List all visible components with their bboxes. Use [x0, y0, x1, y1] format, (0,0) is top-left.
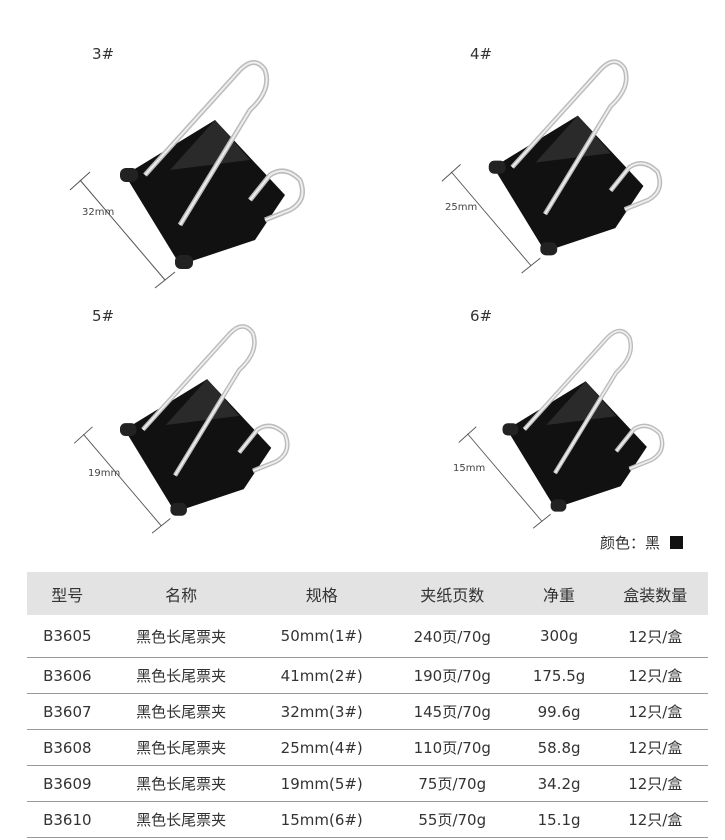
clip-dimension: 19mm: [88, 468, 121, 479]
cell-model: B3606: [27, 657, 108, 694]
cell-weight: 99.6g: [515, 693, 603, 730]
cell-box-qty: 12只/盒: [602, 615, 708, 658]
cell-weight: 15.1g: [515, 801, 603, 838]
cell-model: B3607: [27, 693, 108, 730]
cell-box-qty: 12只/盒: [602, 693, 708, 730]
clip-6: 6# 15mm: [375, 295, 725, 557]
cell-name: 黑色长尾票夹: [107, 615, 255, 658]
clip-size-label: 5#: [92, 307, 115, 325]
cell-weight: 175.5g: [515, 657, 603, 694]
cell-pages: 145页/70g: [388, 693, 516, 730]
cell-spec: 41mm(2#): [254, 657, 389, 694]
cell-model: B3605: [27, 615, 108, 658]
cell-spec: 19mm(5#): [254, 765, 389, 802]
clip-dimension: 15mm: [453, 463, 486, 474]
clip-3: 3# 32mm: [0, 30, 362, 292]
binder-clip-image: [435, 320, 675, 530]
header-spec: 规格: [254, 572, 389, 615]
cell-model: B3609: [27, 765, 108, 802]
header-weight: 净重: [515, 572, 603, 615]
clip-4: 4# 25mm: [375, 30, 725, 292]
binder-clip-image: [415, 50, 675, 275]
clip-size-label: 6#: [470, 307, 493, 325]
clip-size-label: 3#: [92, 45, 115, 63]
cell-name: 黑色长尾票夹: [107, 657, 255, 694]
cell-spec: 15mm(6#): [254, 801, 389, 838]
cell-name: 黑色长尾票夹: [107, 729, 255, 766]
cell-name: 黑色长尾票夹: [107, 801, 255, 838]
cell-weight: 300g: [515, 615, 603, 658]
cell-box-qty: 12只/盒: [602, 765, 708, 802]
cell-pages: 55页/70g: [388, 801, 516, 838]
cell-spec: 25mm(4#): [254, 729, 389, 766]
clip-dimension: 25mm: [445, 202, 478, 213]
cell-box-qty: 12只/盒: [602, 657, 708, 694]
cell-pages: 110页/70g: [388, 729, 516, 766]
cell-name: 黑色长尾票夹: [107, 693, 255, 730]
clip-size-label: 4#: [470, 45, 493, 63]
cell-pages: 240页/70g: [388, 615, 516, 658]
cell-spec: 32mm(3#): [254, 693, 389, 730]
header-model: 型号: [27, 572, 108, 615]
cell-weight: 58.8g: [515, 729, 603, 766]
cell-model: B3608: [27, 729, 108, 766]
cell-name: 黑色长尾票夹: [107, 765, 255, 802]
color-label: 颜色：黑: [599, 534, 660, 552]
binder-clip-image: [50, 315, 300, 535]
cell-pages: 75页/70g: [388, 765, 516, 802]
color-info: 颜色：黑: [600, 532, 683, 553]
binder-clip-image: [40, 50, 320, 290]
clip-dimension: 32mm: [82, 207, 115, 218]
clip-5: 5# 19mm: [0, 295, 362, 557]
header-name: 名称: [107, 572, 255, 615]
table-header: 型号 名称 规格 夹纸页数 净重 盒装数量: [27, 572, 708, 615]
color-swatch: [670, 536, 683, 549]
cell-pages: 190页/70g: [388, 657, 516, 694]
header-pages: 夹纸页数: [388, 572, 516, 615]
cell-box-qty: 12只/盒: [602, 801, 708, 838]
cell-model: B3610: [27, 801, 108, 838]
cell-weight: 34.2g: [515, 765, 603, 802]
cell-spec: 50mm(1#): [254, 615, 389, 658]
cell-box-qty: 12只/盒: [602, 729, 708, 766]
header-box-qty: 盒装数量: [602, 572, 708, 615]
